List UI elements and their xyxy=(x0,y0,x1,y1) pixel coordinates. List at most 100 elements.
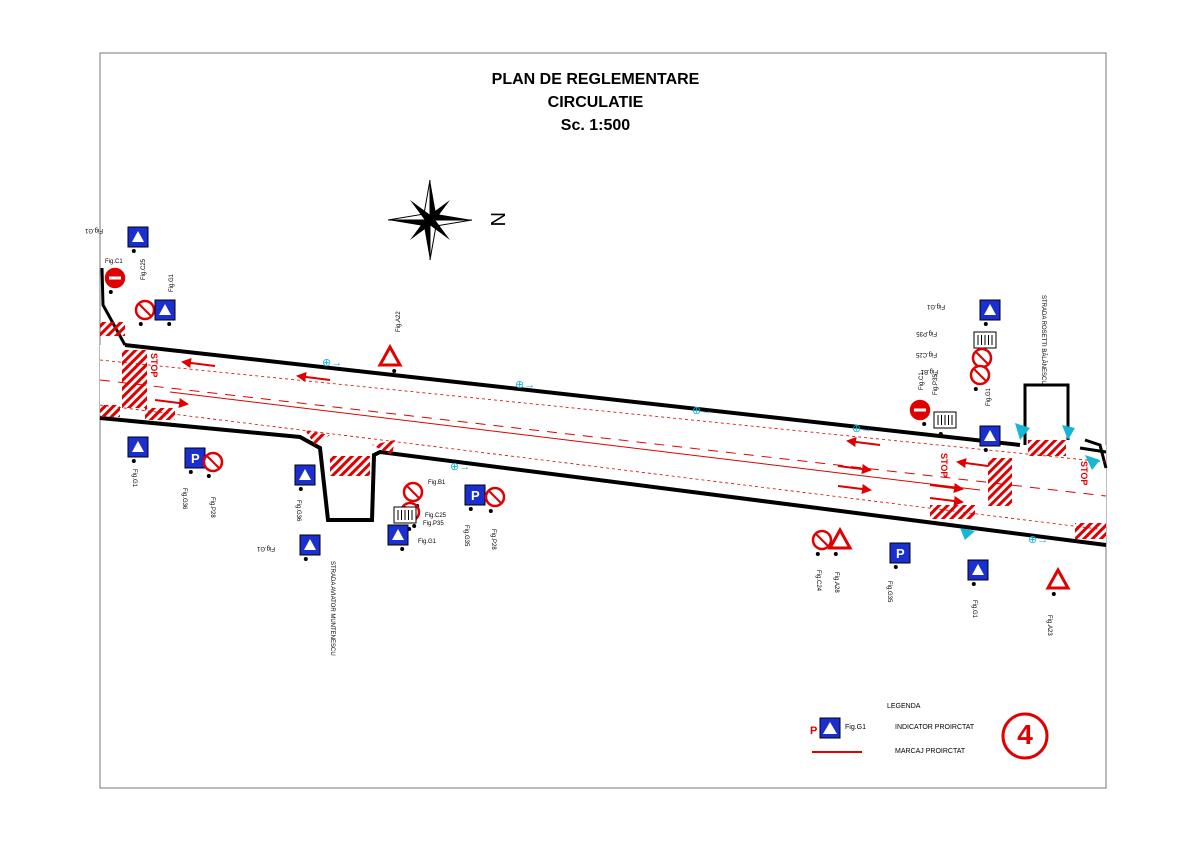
lane-edge-marking-2 xyxy=(99,404,1107,531)
legend-item-sign: INDICATOR PROIRCTAT xyxy=(895,724,975,731)
traffic-sign-blue: Fig.G1 xyxy=(926,299,1001,326)
warning-sign-icon xyxy=(1045,566,1071,590)
side-street-rosetti-edge xyxy=(1023,383,1070,445)
parking-sign-icon: P xyxy=(191,451,200,466)
drawing-frame xyxy=(99,52,1107,789)
sign-label: Fig.G1 xyxy=(256,545,275,551)
traffic-sign-noentry: Fig.C25 xyxy=(134,258,156,326)
traffic-sign-noentry: Fig.P28 xyxy=(202,451,224,518)
pedestrian-crossing-sign-icon xyxy=(132,441,144,452)
sign-post xyxy=(973,387,978,391)
road-symbol-icon: ⊕→ xyxy=(450,461,470,473)
road-symbol-icon: ⊕→ xyxy=(852,423,872,435)
legend: P xyxy=(810,712,1049,760)
hatched-area xyxy=(145,408,175,420)
sign-label: Fig.G36 xyxy=(295,500,301,522)
traffic-sign-park: P Fig.G36 xyxy=(181,447,206,510)
legend-sign-triangle-icon xyxy=(823,722,837,734)
sign-post xyxy=(412,524,417,528)
legend-sign-p-icon: P xyxy=(810,725,817,737)
cyan-marker xyxy=(1015,423,1030,440)
direction-arrow xyxy=(929,483,964,493)
sign-post xyxy=(131,459,136,463)
sign-label: Fig.G36 xyxy=(181,488,187,510)
direction-arrow xyxy=(154,398,189,408)
stop-marking: STOP xyxy=(149,353,159,377)
sign-label: Fig.G1 xyxy=(971,600,977,619)
road-surface xyxy=(100,345,1106,545)
sign-label: Fig.G35 xyxy=(463,525,469,547)
warning-sign-icon xyxy=(377,343,403,367)
direction-arrow xyxy=(837,484,872,494)
hatched-area xyxy=(930,505,975,519)
traffic-sign-panel: Fig.P35 xyxy=(933,374,957,436)
traffic-sign-blue: Fig.G1 xyxy=(154,273,176,326)
legend-heading: LEGENDA xyxy=(887,703,921,710)
traffic-sign-blue: Fig.G1 xyxy=(979,387,1001,452)
road-symbol-icon: ⊕→ xyxy=(515,379,535,391)
sign-label: Fig.G1 xyxy=(131,469,137,488)
sign-post xyxy=(922,422,927,426)
pedestrian-crossing-sign-icon xyxy=(984,304,996,315)
island-edge xyxy=(1084,438,1108,469)
pedestrian-crossing-sign-icon xyxy=(984,430,996,441)
sign-post xyxy=(138,322,143,326)
sign-label: Fig.G1 xyxy=(926,303,945,309)
compass-north-label: N xyxy=(486,212,508,226)
sign-label: Fig.B1 xyxy=(428,480,446,486)
traffic-sign-warn: Fig.A22 xyxy=(377,311,403,373)
sign-label: Fig.G1 xyxy=(986,387,992,406)
sign-post xyxy=(938,432,943,436)
sign-label: Fig.P35 xyxy=(423,521,444,527)
sign-label: Fig.C25 xyxy=(915,351,937,357)
road-edge-top xyxy=(124,343,1021,447)
traffic-sign-noentry: Fig.P28 xyxy=(484,486,506,550)
warning-sign-icon xyxy=(827,526,853,550)
road-symbol-icon: ⊕→ xyxy=(322,357,342,369)
road-symbol-icon: ⊕→ xyxy=(692,405,712,417)
direction-arrow xyxy=(846,437,881,447)
hatched-area xyxy=(100,405,120,417)
pedestrian-crossing-sign-icon xyxy=(304,539,316,550)
sign-post xyxy=(983,322,988,326)
traffic-sign-stop: Fig.C1 xyxy=(909,372,931,426)
direction-arrow xyxy=(296,372,331,382)
sign-post xyxy=(400,547,405,551)
plan-subtitle: CIRCULATIE xyxy=(547,94,644,111)
hatched-area xyxy=(1075,523,1106,539)
sign-post xyxy=(815,552,820,556)
traffic-sign-noentry: Fig.C24 xyxy=(811,529,833,592)
pedestrian-crossing-sign-icon xyxy=(392,529,404,540)
traffic-sign-warn: Fig.A23 xyxy=(1045,566,1071,636)
sign-post xyxy=(188,470,193,474)
traffic-sign-warn: Fig.A28 xyxy=(827,526,853,593)
stop-marking: STOP xyxy=(1079,461,1089,485)
compass-rose-icon xyxy=(387,179,473,261)
sheet-number-circle xyxy=(1001,712,1049,760)
sign-post xyxy=(833,552,838,556)
sign-post xyxy=(983,448,988,452)
cyan-marker xyxy=(960,528,975,540)
sign-post xyxy=(206,474,211,478)
road-edge-bottom xyxy=(99,416,1107,547)
pedestrian-crossing xyxy=(330,456,370,476)
hatched-corner xyxy=(305,430,330,445)
traffic-sign-blue: Fig.G1 xyxy=(84,226,149,253)
sign-label: Fig.P28 xyxy=(209,497,215,518)
sign-label: Fig.P35 xyxy=(916,330,937,336)
legend-item-marking: MARCAJ PROIRCTAT xyxy=(895,748,966,755)
sign-post xyxy=(131,249,136,253)
sign-label: Fig.C25 xyxy=(425,513,447,519)
street-name-label: STRADA AVIATOR MUNTENESCU xyxy=(329,561,335,656)
traffic-sign-blue: Fig.G1 xyxy=(256,534,321,561)
pedestrian-crossing-sign-icon xyxy=(132,231,144,242)
sign-post xyxy=(108,290,113,294)
pedestrian-crossing-sign-icon xyxy=(159,304,171,315)
pedestrian-crossing-sign-icon xyxy=(972,564,984,575)
sign-post xyxy=(1051,592,1056,596)
sign-label: Fig.A23 xyxy=(1046,615,1052,636)
traffic-sign-stop: Fig.C1 xyxy=(104,259,126,294)
